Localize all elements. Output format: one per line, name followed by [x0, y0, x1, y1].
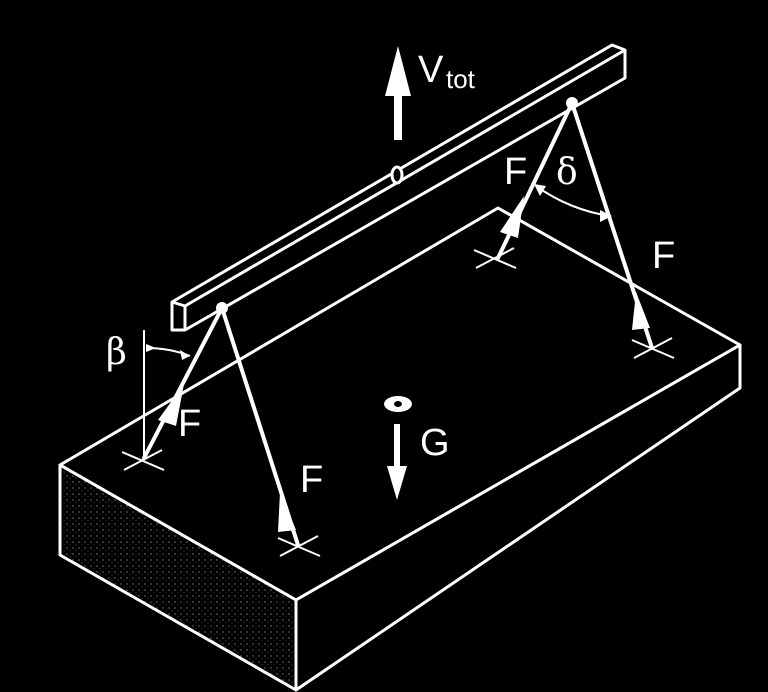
lift-force-subscript: tot — [446, 64, 476, 94]
beam-center-icon — [390, 165, 404, 185]
arrow-icon — [500, 196, 524, 238]
sling-force-label: F — [178, 403, 201, 445]
weight-label: G — [420, 422, 450, 464]
slab-side-face — [294, 343, 742, 692]
arrow-icon — [278, 492, 296, 532]
slab — [58, 206, 742, 692]
lifting-point-icon — [473, 247, 517, 269]
sling-left-front — [142, 306, 224, 460]
lifting-point-icon — [121, 449, 165, 471]
beta-angle — [143, 330, 191, 458]
beta-label: β — [106, 332, 127, 373]
lift-force-label: V — [418, 49, 444, 91]
center-of-gravity-icon — [384, 396, 412, 412]
arrow-icon — [632, 292, 650, 330]
up-arrow-icon — [385, 46, 411, 140]
slab-front-face — [58, 463, 298, 692]
sling-force-label: F — [504, 151, 527, 193]
arrow-icon — [158, 384, 184, 426]
delta-label: δ — [556, 152, 578, 193]
down-arrow-icon — [387, 424, 407, 500]
force-arrowheads — [158, 196, 650, 532]
sling-force-label: F — [300, 459, 323, 501]
sling-force-label: F — [652, 235, 675, 277]
delta-angle — [534, 184, 612, 222]
spreader-beam — [170, 43, 627, 332]
